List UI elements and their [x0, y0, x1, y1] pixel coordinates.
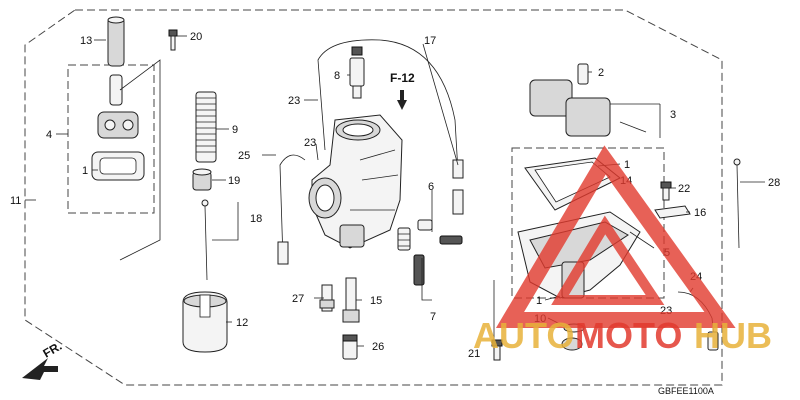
part-7-idle-screw — [397, 227, 425, 286]
watermark-hub: HUB — [694, 315, 772, 356]
part-20-screw — [168, 29, 178, 51]
part-17-tube-clip — [452, 189, 464, 215]
part-28-needle — [733, 158, 741, 249]
callout-17: 17 — [424, 35, 436, 47]
part-17-tube-end — [452, 159, 464, 179]
callout-1-c: 1 — [536, 295, 542, 307]
callout-26: 26 — [372, 341, 384, 353]
part-15-needle-jet — [342, 277, 360, 323]
part-13-filter — [107, 16, 125, 67]
callout-27: 27 — [292, 293, 304, 305]
watermark-inner-triangle-icon — [551, 215, 665, 305]
part-4-cap — [97, 74, 139, 139]
part-2-float-pin — [577, 63, 589, 85]
front-direction-arrow — [22, 358, 58, 380]
carburetor-body — [308, 114, 403, 249]
callout-13: 13 — [80, 35, 92, 47]
callout-21: 21 — [468, 348, 480, 360]
watermark-auto: AUTO — [473, 315, 574, 356]
callout-16: 16 — [694, 207, 706, 219]
watermark-triangle-icon — [495, 145, 736, 328]
section-ref-arrow — [397, 90, 407, 110]
callout-7: 7 — [430, 311, 436, 323]
callout-4: 4 — [46, 129, 52, 141]
part-6-screw — [417, 219, 463, 245]
callout-18: 18 — [250, 213, 262, 225]
callout-6: 6 — [428, 181, 434, 193]
front-direction-label: FR. — [41, 339, 65, 361]
callout-9: 9 — [232, 124, 238, 136]
part-25-tube-end — [277, 241, 289, 265]
part-22-screw — [660, 181, 672, 201]
callout-8: 8 — [334, 70, 340, 82]
callout-11: 11 — [10, 195, 21, 207]
callout-1-b: 1 — [624, 159, 630, 171]
watermark-text: AUTO MOTO HUB — [473, 315, 772, 356]
figure-code: GBFEE1100A — [658, 386, 714, 396]
callout-15: 15 — [370, 295, 382, 307]
part-26-main-jet — [342, 334, 358, 360]
callout-3: 3 — [670, 109, 676, 121]
part-8-air-screw — [349, 46, 365, 99]
part-19-retainer — [192, 168, 212, 191]
callout-23-b: 23 — [304, 137, 316, 149]
part-16-plate — [654, 205, 691, 219]
callout-25: 25 — [238, 150, 250, 162]
part-9-spring — [195, 91, 217, 163]
part-12-throttle-valve — [182, 291, 228, 353]
watermark-moto: MOTO — [575, 315, 682, 356]
callout-28: 28 — [768, 177, 780, 189]
callout-19: 19 — [228, 175, 240, 187]
callout-20: 20 — [190, 31, 202, 43]
part-17-vent-tube — [317, 39, 459, 173]
section-ref-f12: F-12 — [390, 71, 415, 85]
part-25-drain-tube — [279, 154, 306, 261]
callout-22: 22 — [678, 183, 690, 195]
part-21-screw — [491, 339, 503, 361]
callout-1-a: 1 — [82, 165, 88, 177]
watermark-logo — [495, 145, 736, 328]
callout-2: 2 — [598, 67, 604, 79]
diagram-frame — [24, 9, 723, 386]
callout-23-a: 23 — [288, 95, 300, 107]
part-18-jet-needle — [201, 199, 209, 281]
part-23-drain-plug — [561, 337, 583, 351]
part-1-gasket — [91, 151, 145, 181]
callout-12: 12 — [236, 317, 248, 329]
part-3-float — [529, 79, 647, 137]
